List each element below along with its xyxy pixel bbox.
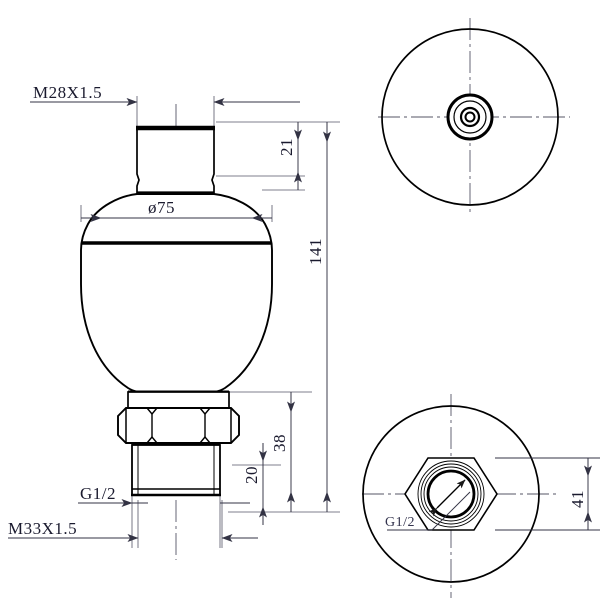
top-view-port-outer <box>459 106 481 128</box>
label-top-thread: M28X1.5 <box>33 83 102 102</box>
top-view-port-inner <box>464 111 476 123</box>
label-bottom-thread: M33X1.5 <box>8 519 77 538</box>
label-bottom-view-port: G1/2 <box>385 515 415 530</box>
bottom-view-leader <box>387 491 471 531</box>
bottom-view-ring-1 <box>417 460 485 528</box>
bottom-view-port-diagonal <box>428 479 466 517</box>
neck-assembly <box>136 125 215 195</box>
bottom-view-group: G1/2 41 <box>362 394 600 598</box>
dim-overall-height: 141 <box>306 238 325 265</box>
hex-nut-profile <box>117 407 240 444</box>
label-bottom-port: G1/2 <box>80 484 116 503</box>
bottom-view-outer-circle <box>362 405 540 583</box>
top-view-group <box>378 18 570 216</box>
label-body-diameter: ø75 <box>148 198 175 217</box>
top-view-boss-inner <box>453 100 487 134</box>
dim-neck-height: 21 <box>277 138 296 156</box>
dimension-lines <box>8 98 331 542</box>
bottom-port-assembly <box>117 391 240 497</box>
bottom-view-dimension <box>495 457 600 531</box>
witness-lines <box>80 96 340 548</box>
threaded-stub <box>131 444 221 496</box>
front-view-group: M28X1.5 ø75 G1/2 M33X1.5 21 141 38 20 <box>8 83 340 560</box>
accumulator-shell <box>80 193 273 394</box>
dim-nut-and-thread: 38 <box>270 434 289 452</box>
top-view-outer-circle <box>381 28 559 206</box>
dim-thread-length: 20 <box>242 466 261 484</box>
bottom-view-ring-3 <box>423 466 479 522</box>
dim-hex-across-flats: 41 <box>568 490 587 508</box>
bottom-view-ring-2 <box>420 463 482 525</box>
